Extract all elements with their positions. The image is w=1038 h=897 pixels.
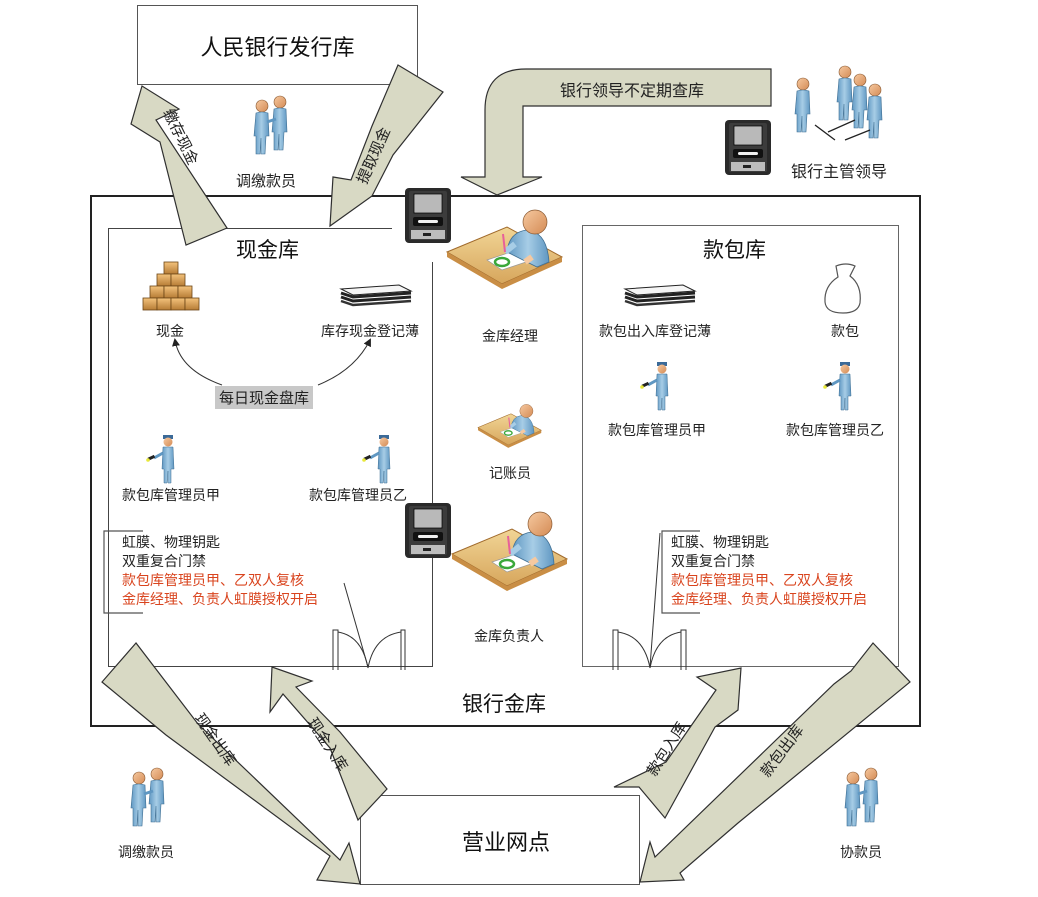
transfer-clerk-bottom-label: 调缴款员 bbox=[118, 845, 174, 861]
cash-boxes-icon bbox=[142, 261, 200, 311]
bag-door-note: 虹膜、物理钥匙 双重复合门禁 款包库管理员甲、乙双人复核 金库经理、负责人虹膜授… bbox=[671, 534, 867, 610]
arrow-cash-out bbox=[101, 642, 361, 885]
bag-keeper-a-label: 款包库管理员甲 bbox=[608, 423, 706, 439]
branch-title: 营业网点 bbox=[462, 831, 551, 856]
cash-vault-title: 现金库 bbox=[236, 238, 299, 262]
vault-manager-label: 金库经理 bbox=[482, 329, 538, 345]
bookkeeper-label: 记账员 bbox=[489, 466, 531, 482]
vault-head-icon bbox=[452, 512, 567, 591]
bag-item-label: 款包 bbox=[831, 324, 859, 340]
bag-keeper-b-icon bbox=[821, 360, 853, 412]
bank-leaders-icon bbox=[794, 65, 883, 141]
vault-manager-icon bbox=[447, 210, 562, 289]
arrow-leader-inspection bbox=[460, 68, 772, 196]
cash-ledger-icon bbox=[339, 283, 413, 307]
daily-check-badge: 每日现金盘库 bbox=[215, 386, 314, 409]
bag-door-note-line2: 双重复合门禁 bbox=[671, 554, 755, 570]
daily-check-arrow-right bbox=[317, 338, 371, 386]
arrow-bag-out bbox=[639, 642, 911, 883]
cash-note-bracket bbox=[103, 530, 143, 614]
arrow-deposit-cash bbox=[130, 85, 228, 246]
cash-item-label: 现金 bbox=[156, 324, 184, 340]
cash-keeper-b-icon bbox=[360, 433, 392, 485]
kiosk-top-icon bbox=[404, 187, 452, 244]
bag-vault-door-icon bbox=[612, 532, 687, 670]
bag-ledger-icon bbox=[623, 283, 697, 307]
money-bag-icon bbox=[824, 263, 861, 314]
transfer-clerk-top-label: 调缴款员 bbox=[236, 172, 297, 190]
arrow-bag-in bbox=[613, 667, 742, 820]
bag-door-note-line1: 虹膜、物理钥匙 bbox=[671, 535, 769, 551]
arrow-label-leader-inspection: 银行领导不定期查库 bbox=[560, 81, 704, 100]
bank-leaders-label: 银行主管领导 bbox=[791, 162, 888, 181]
assistant-clerk-icon bbox=[845, 768, 878, 826]
cash-door-note-line2: 双重复合门禁 bbox=[122, 554, 206, 570]
cash-door-note: 虹膜、物理钥匙 双重复合门禁 款包库管理员甲、乙双人复核 金库经理、负责人虹膜授… bbox=[122, 534, 318, 610]
cash-keeper-a-icon bbox=[144, 433, 176, 485]
vault-head-label: 金库负责人 bbox=[474, 629, 544, 645]
cash-keeper-a-label: 款包库管理员甲 bbox=[122, 488, 220, 504]
bag-keeper-a-icon bbox=[638, 360, 670, 412]
transfer-clerk-top-icon bbox=[254, 96, 287, 154]
transfer-clerk-bottom-icon bbox=[131, 768, 164, 826]
daily-check-arrow-left bbox=[172, 338, 223, 386]
bag-note-bracket bbox=[661, 530, 700, 614]
arrow-withdraw-cash bbox=[329, 64, 444, 228]
bag-keeper-b-label: 款包库管理员乙 bbox=[786, 423, 884, 439]
pboc-vault-box: 人民银行发行库 bbox=[137, 5, 418, 85]
bag-ledger-label: 款包出入库登记薄 bbox=[599, 324, 711, 340]
cash-vault-door-icon bbox=[332, 582, 406, 670]
pboc-vault-label: 人民银行发行库 bbox=[200, 36, 355, 61]
bank-vault-title: 银行金库 bbox=[462, 692, 546, 716]
arrow-cash-in bbox=[269, 666, 388, 822]
kiosk-leader-icon bbox=[724, 119, 772, 176]
bag-door-note-line4: 金库经理、负责人虹膜授权开启 bbox=[671, 592, 867, 608]
kiosk-mid-icon bbox=[404, 502, 452, 559]
bag-vault-title: 款包库 bbox=[703, 238, 766, 262]
cash-keeper-b-label: 款包库管理员乙 bbox=[309, 488, 407, 504]
bookkeeper-icon bbox=[476, 402, 543, 450]
cash-door-note-line4: 金库经理、负责人虹膜授权开启 bbox=[122, 592, 318, 608]
branch-box bbox=[360, 795, 640, 885]
cash-door-note-line1: 虹膜、物理钥匙 bbox=[122, 535, 220, 551]
bag-door-note-line3: 款包库管理员甲、乙双人复核 bbox=[671, 573, 853, 589]
assistant-clerk-label: 协款员 bbox=[840, 845, 882, 861]
cash-ledger-label: 库存现金登记薄 bbox=[321, 324, 419, 340]
cash-door-note-line3: 款包库管理员甲、乙双人复核 bbox=[122, 573, 304, 589]
